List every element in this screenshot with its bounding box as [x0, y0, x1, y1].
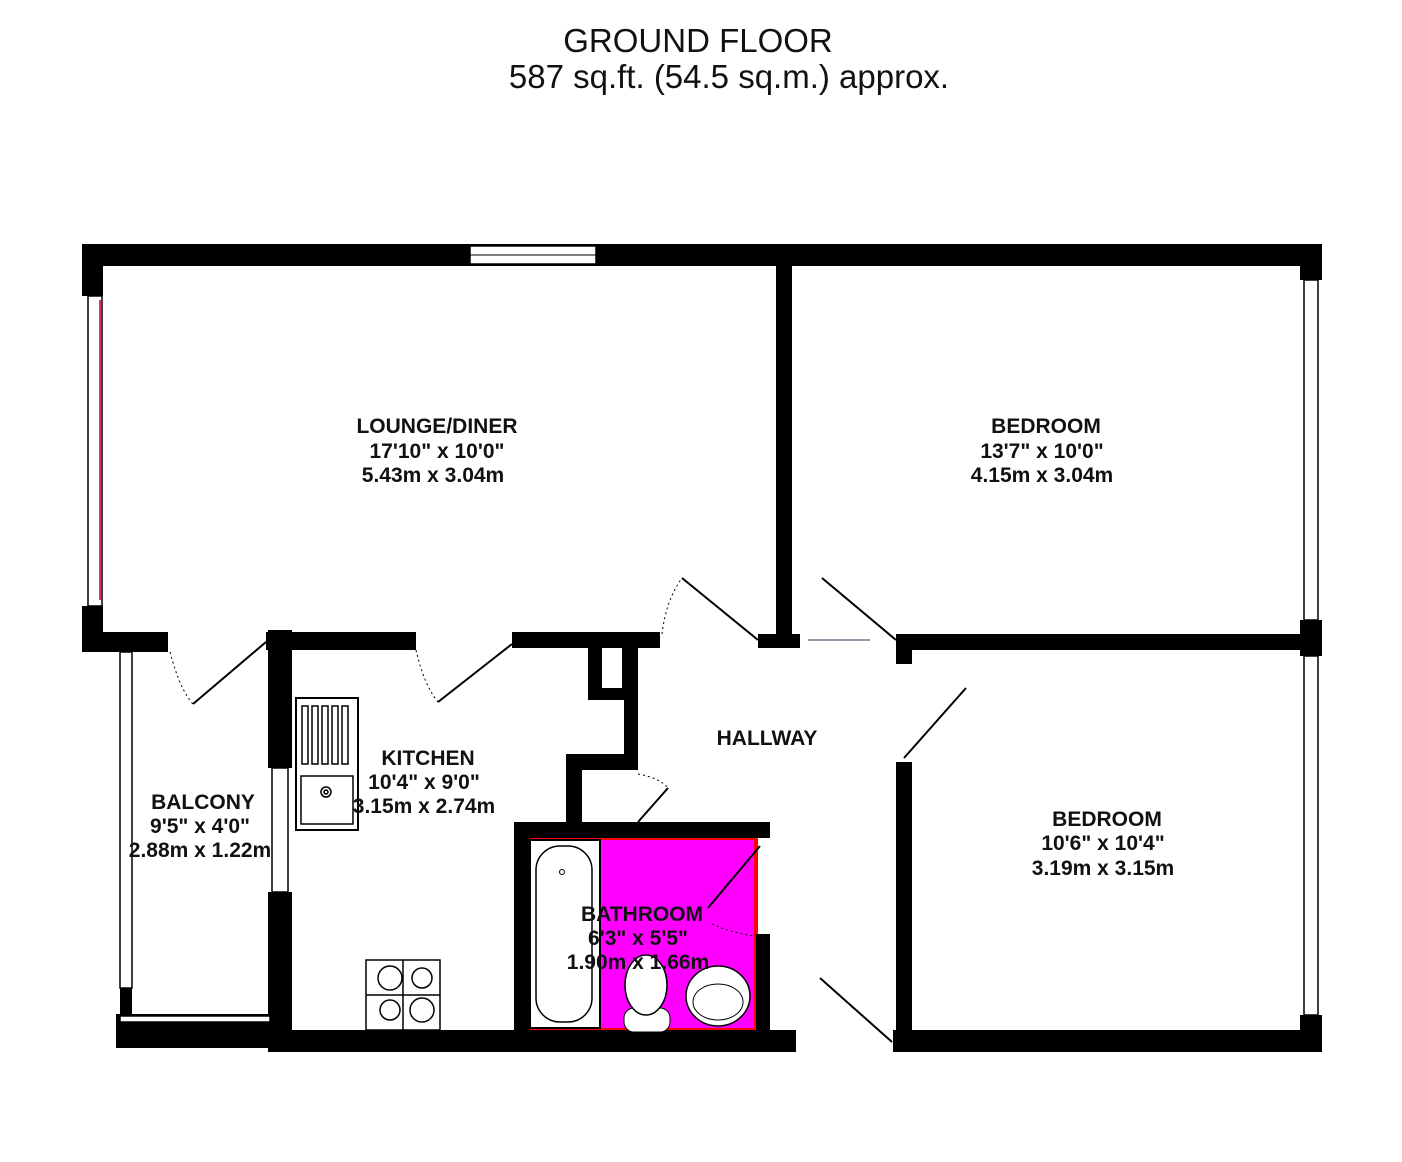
- svg-text:6'3" x 5'5": 6'3" x 5'5": [588, 927, 688, 950]
- room-bedroom-1: BEDROOM 13'7" x 10'0" 4.15m x 3.04m: [971, 415, 1113, 487]
- svg-text:1.90m x 1.66m: 1.90m x 1.66m: [567, 951, 709, 974]
- svg-text:9'5" x 4'0": 9'5" x 4'0": [150, 815, 250, 838]
- floor-area: 587 sq.ft. (54.5 sq.m.) approx.: [508, 58, 950, 95]
- doors: [169, 577, 967, 1043]
- svg-text:3.19m x 3.15m: 3.19m x 3.15m: [1032, 857, 1174, 880]
- svg-text:BATHROOM: BATHROOM: [581, 903, 703, 926]
- room-hallway: HALLWAY: [717, 727, 818, 750]
- hob: [365, 959, 441, 1031]
- svg-text:4.15m x 3.04m: 4.15m x 3.04m: [971, 464, 1113, 487]
- svg-text:KITCHEN: KITCHEN: [381, 747, 474, 770]
- svg-text:BEDROOM: BEDROOM: [991, 415, 1101, 438]
- room-kitchen: KITCHEN 10'4" x 9'0" 3.15m x 2.74m: [353, 747, 495, 818]
- room-bathroom: BATHROOM 6'3" x 5'5" 1.90m x 1.66m: [567, 903, 709, 974]
- room-bedroom-2: BEDROOM 10'6" x 10'4" 3.19m x 3.15m: [1032, 808, 1174, 880]
- bathtub: [529, 839, 601, 1029]
- floor-title: GROUND FLOOR: [563, 22, 833, 59]
- room-balcony: BALCONY 9'5" x 4'0" 2.88m x 1.22m: [129, 791, 271, 862]
- svg-text:10'6" x 10'4": 10'6" x 10'4": [1041, 832, 1164, 855]
- basin: [685, 965, 751, 1027]
- walls: [82, 244, 1322, 1052]
- svg-text:BEDROOM: BEDROOM: [1052, 808, 1162, 831]
- svg-text:2.88m x 1.22m: 2.88m x 1.22m: [129, 839, 271, 862]
- svg-text:HALLWAY: HALLWAY: [717, 727, 818, 750]
- svg-text:3.15m x 2.74m: 3.15m x 2.74m: [353, 795, 495, 818]
- room-lounge: LOUNGE/DINER 17'10" x 10'0" 5.43m x 3.04…: [356, 415, 517, 487]
- svg-text:5.43m x 3.04m: 5.43m x 3.04m: [362, 464, 504, 487]
- sink-unit: [295, 697, 359, 831]
- windows: [87, 245, 1319, 1023]
- svg-text:BALCONY: BALCONY: [151, 791, 255, 814]
- svg-text:17'10" x 10'0": 17'10" x 10'0": [369, 440, 504, 463]
- toilet: [623, 954, 671, 1033]
- svg-text:13'7" x 10'0": 13'7" x 10'0": [980, 440, 1103, 463]
- svg-text:LOUNGE/DINER: LOUNGE/DINER: [356, 415, 517, 438]
- svg-text:10'4" x 9'0": 10'4" x 9'0": [368, 771, 480, 794]
